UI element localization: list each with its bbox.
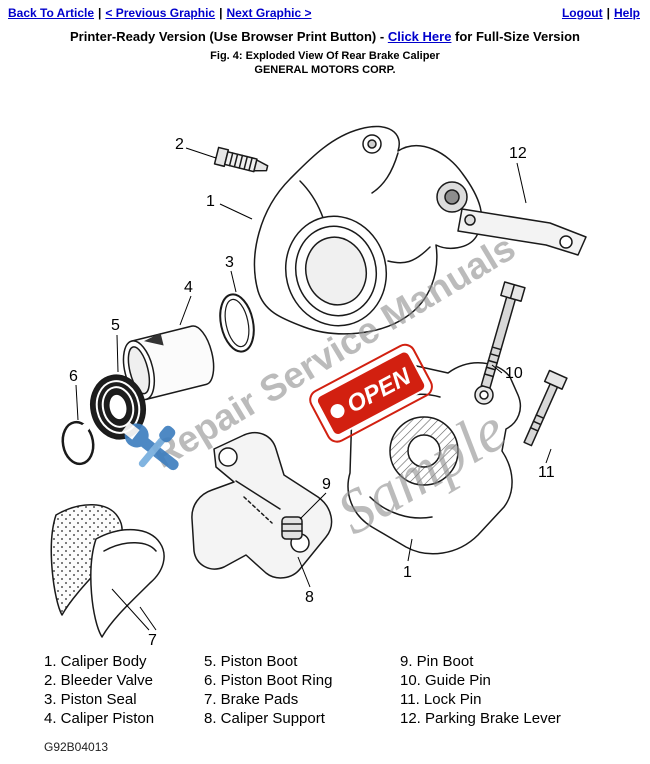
parking-brake-lever-part <box>457 208 587 256</box>
caliper-assembly-part <box>347 362 522 555</box>
part-item-bleeder-valve: 2. Bleeder Valve <box>44 672 153 689</box>
parts-list: 1. Caliper Body 2. Bleeder Valve 3. Pist… <box>0 652 650 728</box>
caliper-support-part <box>191 431 333 579</box>
caliper-piston-part <box>122 325 215 401</box>
callout-8: 8 <box>305 589 314 606</box>
callout-7: 7 <box>148 632 157 649</box>
caliper-body-part <box>253 125 483 335</box>
brake-pads-part <box>50 504 165 638</box>
parts-list-column-2: 5. Piston Boot 6. Piston Boot Ring 7. Br… <box>204 652 400 728</box>
figure-caption: Fig. 4: Exploded View Of Rear Brake Cali… <box>210 50 440 62</box>
callout-numbers: 2 1 12 3 4 5 6 7 8 9 1 10 11 <box>69 136 555 649</box>
full-size-text: for Full-Size Version <box>451 29 580 44</box>
back-to-article-link[interactable]: Back To Article <box>8 6 95 20</box>
guide-pin-part <box>480 281 526 389</box>
part-item-piston-boot: 5. Piston Boot <box>204 653 298 670</box>
part-item-caliper-support: 8. Caliper Support <box>204 710 325 727</box>
part-item-piston-seal: 3. Piston Seal <box>44 691 137 708</box>
part-item-brake-pads: 7. Brake Pads <box>204 691 299 708</box>
callout-4: 4 <box>184 279 193 296</box>
piston-boot-ring-part <box>61 420 95 466</box>
part-item-caliper-body: 1. Caliper Body <box>44 653 147 670</box>
lock-pin-part <box>523 369 568 447</box>
nav-separator: | <box>98 6 102 20</box>
callout-1-bottom: 1 <box>403 564 412 581</box>
pin-boot-part <box>281 516 303 540</box>
callout-10: 10 <box>505 365 523 382</box>
help-link[interactable]: Help <box>613 6 640 20</box>
callout-3: 3 <box>225 254 234 271</box>
callout-12: 12 <box>509 145 527 162</box>
callout-1-top: 1 <box>206 193 215 210</box>
callout-11: 11 <box>538 464 555 481</box>
printer-ready-line: Printer-Ready Version (Use Browser Print… <box>0 29 650 44</box>
callout-2: 2 <box>175 136 184 153</box>
bleeder-valve-part <box>213 146 269 173</box>
printer-ready-text: Printer-Ready Version (Use Browser Print… <box>69 29 388 44</box>
nav-separator: | <box>219 6 223 20</box>
part-item-piston-boot-ring: 6. Piston Boot Ring <box>204 672 333 689</box>
part-item-lock-pin: 11. Lock Pin <box>400 691 482 708</box>
diagram-area: OPEN Repair Service Manuals Sample 2 1 1… <box>0 77 650 652</box>
part-item-parking-brake-lever: 12. Parking Brake Lever <box>400 710 561 727</box>
brake-caliper-diagram: OPEN Repair Service Manuals Sample 2 1 1… <box>50 125 587 649</box>
piston-seal-part <box>219 293 255 353</box>
callout-5: 5 <box>111 317 120 334</box>
callout-9: 9 <box>322 476 331 493</box>
part-item-caliper-piston: 4. Caliper Piston <box>44 710 155 727</box>
top-navigation: Back To Article|< Previous Graphic|Next … <box>0 0 650 20</box>
nav-separator: | <box>606 6 610 20</box>
piston-boot-part <box>90 374 146 440</box>
part-item-guide-pin: 10. Guide Pin <box>400 672 491 689</box>
parts-list-column-1: 1. Caliper Body 2. Bleeder Valve 3. Pist… <box>44 652 204 728</box>
part-item-pin-boot: 9. Pin Boot <box>400 653 474 670</box>
manufacturer-caption: GENERAL MOTORS CORP. <box>254 64 396 76</box>
callout-leader-lines <box>75 147 552 631</box>
next-graphic-link[interactable]: Next Graphic > <box>226 6 312 20</box>
tools-icon <box>121 422 179 471</box>
nav-left-group: Back To Article|< Previous Graphic|Next … <box>8 6 312 20</box>
nav-right-group: Logout|Help <box>562 6 640 20</box>
click-here-link[interactable]: Click Here <box>387 29 452 44</box>
drawing-number: G92B04013 <box>44 740 109 754</box>
previous-graphic-link[interactable]: < Previous Graphic <box>105 6 216 20</box>
logout-link[interactable]: Logout <box>561 6 603 20</box>
parts-list-column-3: 9. Pin Boot 10. Guide Pin 11. Lock Pin 1… <box>400 652 650 728</box>
callout-6: 6 <box>69 368 78 385</box>
